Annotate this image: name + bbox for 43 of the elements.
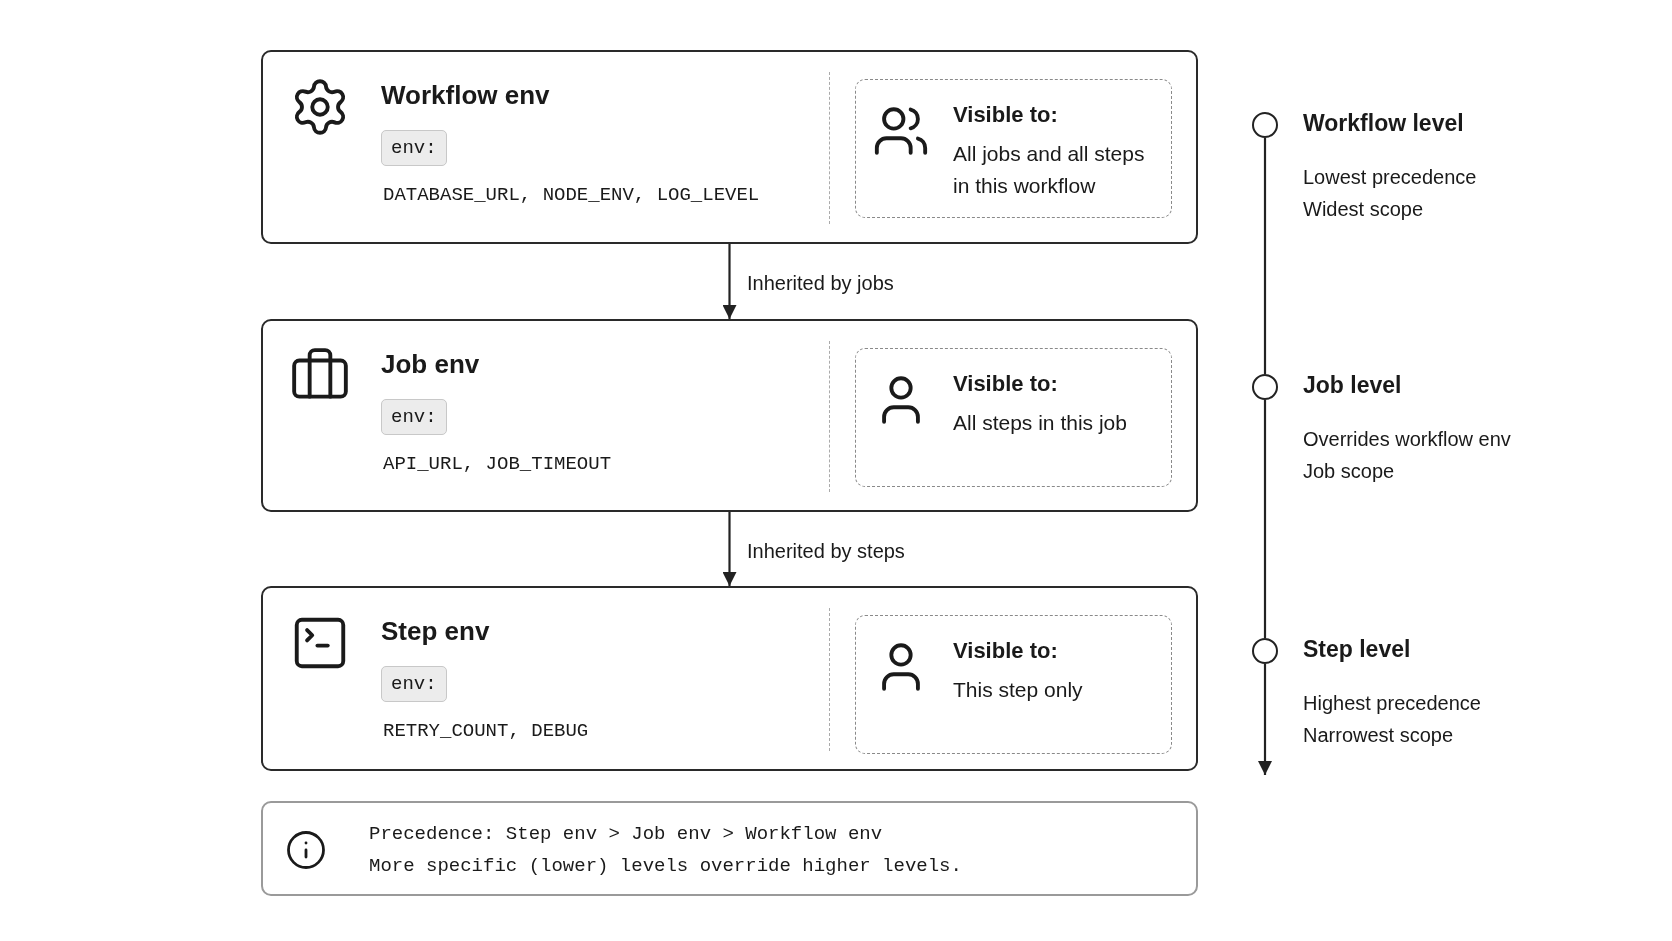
edge-label: Inherited by jobs [745,272,896,295]
level-note: Overrides workflow env [1303,428,1511,451]
variable-list: RETRY_COUNT, DEBUG [383,720,589,742]
code-tag: env: [381,666,447,702]
visibility-heading: Visible to: [953,371,1058,397]
visibility-text: All steps in this job [953,410,1128,436]
scope-card [261,586,1198,771]
visibility-heading: Visible to: [953,102,1058,128]
code-tag: env: [381,130,447,166]
card-title: Workflow env [381,80,550,111]
visibility-box [855,348,1172,487]
variable-list: DATABASE_URL, NODE_ENV, LOG_LEVEL [383,184,760,206]
level-note: Lowest precedence [1303,166,1477,189]
arrow [722,512,737,586]
code-tag: env: [381,399,447,435]
visibility-text: All jobs and all steps in this workflow [953,141,1146,199]
level-title: Job level [1303,372,1402,399]
visibility-text: This step only [953,677,1084,703]
timeline-dot [1252,374,1278,400]
note-text: Precedence: Step env > Job env > Workflow env [369,823,883,845]
visibility-heading: Visible to: [953,638,1058,664]
card-title: Job env [381,349,480,380]
scope-card [261,319,1198,512]
level-title: Workflow level [1303,110,1464,137]
timeline-dot [1252,112,1278,138]
level-title: Step level [1303,636,1411,663]
variable-list: API_URL, JOB_TIMEOUT [383,453,612,475]
level-note: Narrowest scope [1303,724,1454,747]
arrow [722,244,737,319]
timeline-dot [1252,638,1278,664]
card-title: Step env [381,616,490,647]
arrow [1258,664,1272,775]
edge-label: Inherited by steps [745,540,907,563]
timeline-line [1263,400,1267,638]
note-text: More specific (lower) levels override higher levels. [369,855,962,877]
visibility-box [855,79,1172,218]
level-note: Job scope [1303,460,1395,483]
scope-card [261,50,1198,244]
timeline-line [1263,138,1267,374]
visibility-box [855,615,1172,754]
info-box [261,801,1198,896]
level-note: Widest scope [1303,198,1424,221]
level-note: Highest precedence [1303,692,1481,715]
